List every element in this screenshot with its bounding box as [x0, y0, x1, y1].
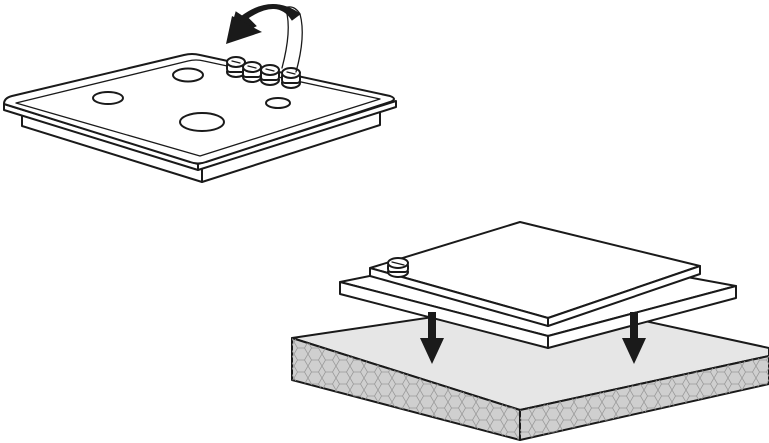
cooktop-inner-edge [15, 59, 381, 157]
burner-hole-right [265, 97, 291, 109]
knob-4 [281, 67, 301, 89]
knob-1 [226, 56, 246, 78]
control-knobs [226, 56, 301, 89]
removal-motion-line-1 [271, 4, 289, 69]
hob-glass-front-right [547, 265, 701, 327]
burner-hole-rear [172, 67, 204, 83]
knob-2 [242, 61, 262, 83]
curved-removal-arrow [227, 4, 301, 41]
step1-cooktop [3, 4, 397, 183]
worktop-front-edge-texture [292, 338, 520, 440]
worktop-right-edge-texture [520, 356, 769, 440]
hob-flange-front-right [547, 285, 737, 349]
burner-hole-left [92, 91, 124, 105]
down-arrow-left [420, 312, 444, 364]
hob-knob [387, 257, 409, 278]
hob-panel [339, 221, 737, 349]
burner-hole-front [179, 112, 225, 132]
down-arrow-right [622, 312, 646, 364]
knob-3 [260, 64, 280, 86]
curved-arrow-head [226, 16, 262, 44]
worktop [291, 299, 769, 441]
step2-installation [291, 221, 769, 441]
